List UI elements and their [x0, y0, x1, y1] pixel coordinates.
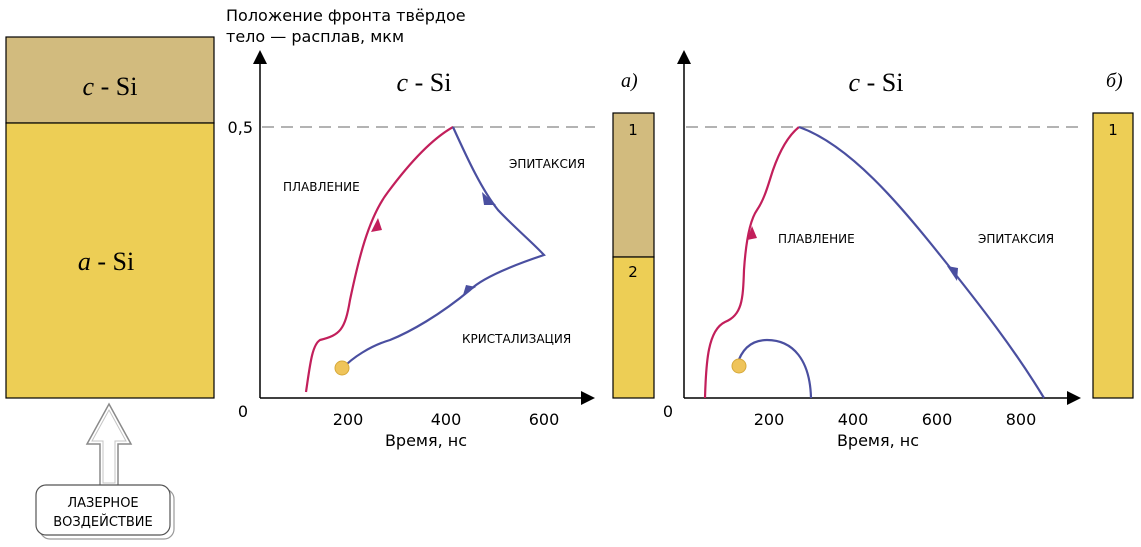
laser-label-line1: ЛАЗЕРНОЕ [67, 496, 138, 511]
sample-top-layer [5, 36, 215, 124]
panel-b-epitaxy-curve [798, 125, 1045, 399]
panel-b-x-tick: 600 [922, 410, 953, 429]
sample-bottom-label: a - Si [78, 247, 134, 276]
panel-b-x-tick: 800 [1006, 410, 1037, 429]
panel-b-result-block-1 [1092, 112, 1134, 399]
laser-arrow-icon [85, 402, 133, 487]
panel-a-letter: а) [621, 70, 638, 92]
sample-top-label: c - Si [83, 72, 138, 101]
panel-a-melting-curve [304, 126, 454, 393]
panel-b: 0 200 400 600 800 Время, нс c - Si б) ПЛ… [663, 50, 1134, 450]
panel-b-title: c - Si [849, 68, 904, 97]
panel-a-result-label-2: 2 [628, 263, 638, 281]
panel-b-loop-curve [735, 338, 813, 399]
panel-a-result-label-1: 1 [628, 121, 638, 139]
panel-a-melting-label: ПЛАВЛЕНИЕ [283, 180, 360, 194]
panel-a-x-tick: 200 [333, 410, 364, 429]
panel-a-epitaxy-curve [342, 126, 546, 369]
panel-b-epitaxy-label: ЭПИТАКСИЯ [978, 232, 1054, 246]
laser-label-line2: ВОЗДЕЙСТВИЕ [53, 514, 152, 530]
panel-b-melting-arrow-icon [747, 226, 757, 240]
y-axis-title-line2: тело — расплав, мкм [226, 27, 404, 46]
panel-b-start-marker [731, 358, 747, 374]
panel-a-result-block-2 [612, 256, 655, 399]
panel-b-x-axis-label: Время, нс [837, 431, 919, 450]
panel-a-crystallization-arrow-icon [463, 285, 476, 295]
panel-b-x-tick: 400 [838, 410, 869, 429]
panel-b-x-tick: 200 [754, 410, 785, 429]
panel-a-title: c - Si [397, 68, 452, 97]
sample-block: c - Si a - Si [5, 36, 215, 399]
panel-a-epitaxy-arrow-icon [482, 192, 496, 205]
panel-a-x-tick: 400 [431, 410, 462, 429]
panel-a: 0,5 0 200 400 600 Время, нс c - Si а) ПЛ… [228, 50, 655, 450]
panel-a-epitaxy-label: ЭПИТАКСИЯ [509, 157, 585, 171]
panel-a-x-tick: 600 [529, 410, 560, 429]
sample-bottom-layer [5, 122, 215, 399]
panel-b-melting-curve [703, 126, 800, 399]
panel-a-origin-label: 0 [238, 402, 248, 421]
y-axis-title-line1: Положение фронта твёрдое [226, 6, 466, 25]
y-tick-label-a: 0,5 [228, 118, 253, 137]
panel-b-epitaxy-arrow-icon [947, 266, 958, 281]
panel-a-x-axis-label: Время, нс [385, 431, 467, 450]
panel-b-melting-label: ПЛАВЛЕНИЕ [778, 232, 855, 246]
panel-b-result-label-1: 1 [1108, 121, 1118, 139]
panel-a-start-marker [334, 360, 350, 376]
panel-b-letter: б) [1106, 70, 1123, 92]
panel-b-origin-label: 0 [663, 402, 673, 421]
panel-a-crystallization-label: КРИСТАЛИЗАЦИЯ [462, 332, 571, 346]
laser-label-box: ЛАЗЕРНОЕ ВОЗДЕЙСТВИЕ [35, 484, 175, 540]
panel-a-melting-arrow-icon [371, 218, 382, 232]
